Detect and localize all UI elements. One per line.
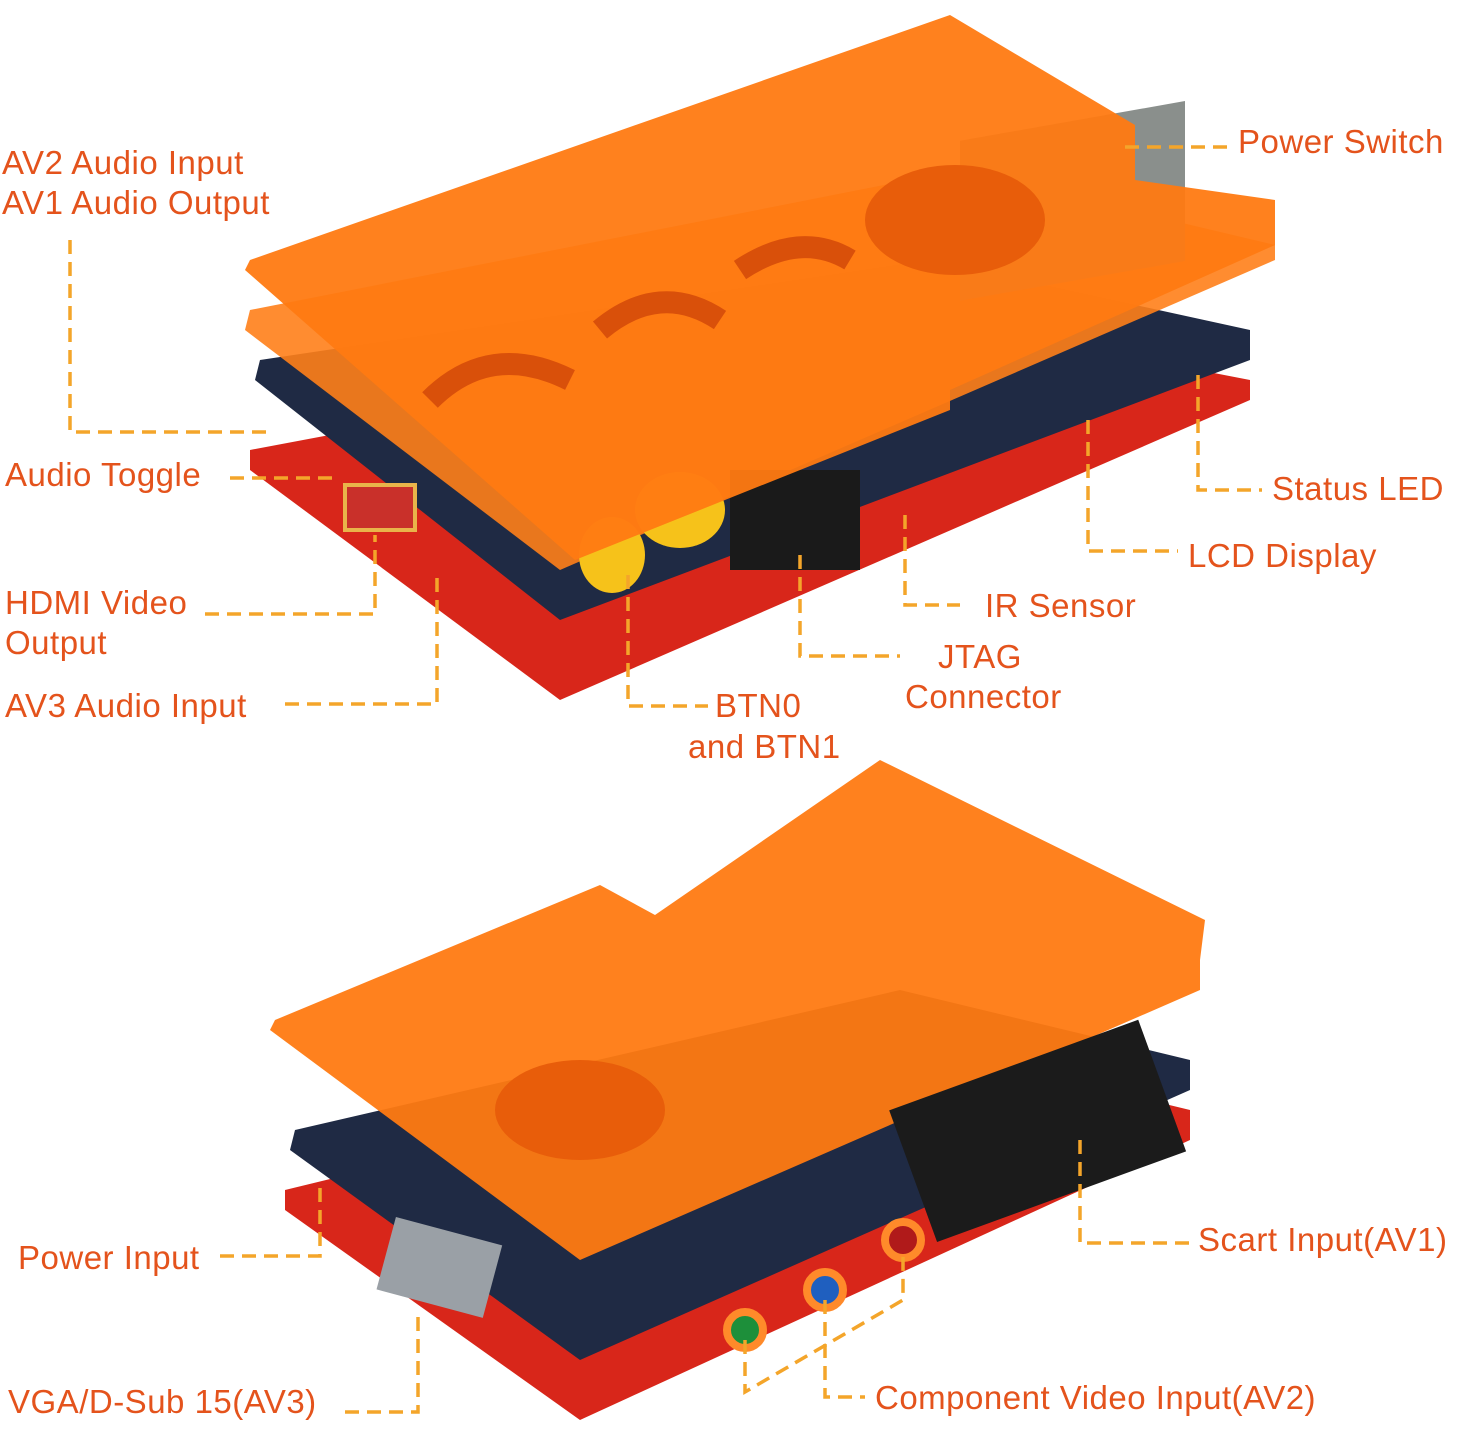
label-av2-audio-input: AV2 Audio Input [2, 144, 244, 181]
label-btn-line2: and BTN1 [688, 728, 841, 765]
leader-lines [68, 145, 1262, 1414]
label-vga-input: VGA/D-Sub 15(AV3) [8, 1383, 317, 1420]
label-ir-sensor: IR Sensor [985, 587, 1137, 624]
leader-av3-audio [285, 575, 439, 706]
label-lcd-display: LCD Display [1188, 537, 1377, 574]
label-av1-audio-output: AV1 Audio Output [2, 184, 270, 221]
leader-scart [1078, 1140, 1190, 1245]
lid-hole [865, 165, 1045, 275]
label-av3-audio-input: AV3 Audio Input [5, 687, 247, 724]
leader-ir [903, 515, 960, 607]
top-acrylic-lid [245, 15, 1275, 560]
leader-hdmi [205, 535, 377, 616]
label-component-input: Component Video Input(AV2) [875, 1379, 1317, 1416]
label-status-led: Status LED [1272, 470, 1444, 507]
label-audio-toggle: Audio Toggle [5, 456, 202, 493]
label-hdmi-line2: Output [5, 624, 108, 661]
label-jtag-line1: JTAG [938, 638, 1022, 675]
leader-jtag [798, 555, 900, 658]
top-device [245, 15, 1275, 700]
leader-av2-av1 [68, 240, 270, 434]
label-hdmi-line1: HDMI Video [5, 584, 188, 621]
label-power-input: Power Input [18, 1239, 200, 1276]
component-red [881, 1218, 925, 1262]
hdmi-port [343, 483, 417, 532]
leader-status-led [1196, 375, 1262, 492]
label-btn-line1: BTN0 [715, 687, 802, 724]
label-jtag-line2: Connector [905, 678, 1062, 715]
lid-hole [495, 1060, 665, 1160]
leader-component-a [823, 1300, 865, 1399]
label-power-switch: Power Switch [1238, 123, 1444, 160]
vga-port [376, 1216, 503, 1318]
scart-connector [889, 1019, 1187, 1242]
leader-btn [626, 575, 708, 708]
leader-component-b [743, 1250, 905, 1396]
bottom-device [270, 760, 1205, 1420]
lid-logo [422, 236, 856, 408]
bottom-acrylic [270, 760, 1205, 1260]
leader-vga [345, 1310, 420, 1414]
leader-power-input [220, 1180, 322, 1258]
label-scart-input: Scart Input(AV1) [1198, 1221, 1448, 1258]
